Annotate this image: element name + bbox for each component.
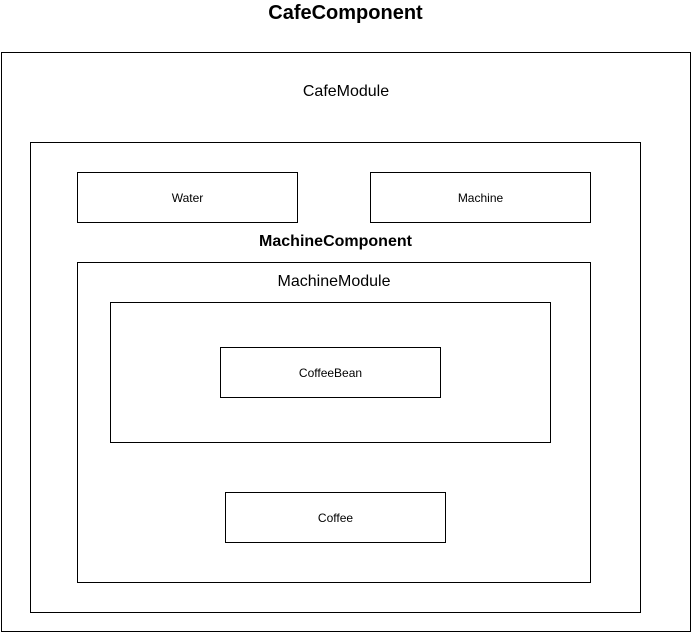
water-label: Water [171,190,204,205]
cafe-component-title: CafeComponent [268,2,423,24]
cafe-module-label: CafeModule [302,83,390,100]
machine-module-label: MachineModule [277,273,391,290]
machine-box: Machine [370,172,591,223]
machine-label: Machine [457,190,504,205]
coffee-bean-label: CoffeeBean [298,365,363,380]
coffee-bean-box: CoffeeBean [220,347,441,398]
coffee-label: Coffee [317,510,354,525]
machine-component-title: MachineComponent [259,233,412,250]
coffee-box: Coffee [225,492,446,543]
water-box: Water [77,172,298,223]
